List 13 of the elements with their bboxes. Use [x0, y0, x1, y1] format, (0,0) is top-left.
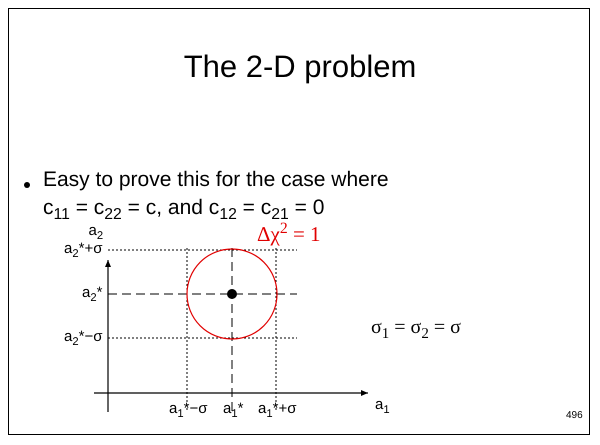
chi-square-label: Δχ$^{2}$ = 1: [257, 223, 321, 246]
equation-label: σ$_{1}$ = σ$_{2}$ = σ: [371, 316, 461, 338]
axis-label: a$_{2}$: [88, 223, 104, 240]
bullet-text: Easy to prove this for the case where c$_{11}$ = c$_{22}$ = c, and c$_{12}$ = c$_{21}$ = 0: [43, 167, 390, 222]
tick-label: a$_{2}$*: [82, 285, 102, 302]
tick-label: a$_{2}$*−σ: [64, 329, 102, 346]
tick-label: a$_{2}$*+σ: [64, 241, 102, 258]
page-number: 496: [566, 410, 583, 421]
slide-title: The 2-D problem: [182, 49, 418, 85]
tick-label: a$_{1}$*: [223, 401, 244, 418]
tick-label: a$_{1}$*+σ: [258, 401, 296, 418]
axis-label: a$_{1}$: [375, 397, 390, 414]
tick-label: a$_{1}$*−σ: [169, 401, 208, 418]
